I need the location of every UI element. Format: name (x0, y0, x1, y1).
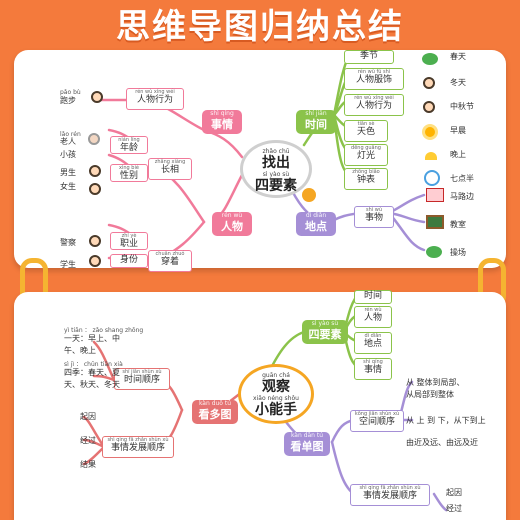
magnifier-handle-icon (302, 188, 316, 202)
sunrise-icon (422, 124, 438, 140)
note-child: 小孩 (60, 150, 76, 159)
note-one-day: 一天：早上、中 (64, 334, 120, 343)
note-spring: 春天 (450, 52, 466, 61)
clock-icon (424, 170, 440, 186)
note-process: 经过 (80, 436, 96, 445)
note-boy: 男生 (60, 168, 76, 177)
note-police: 警察 (60, 238, 76, 247)
police-avatar-icon (86, 232, 104, 250)
note-one-day-pinyin: yì tiān ： zǎo shang zhōng (64, 327, 144, 334)
note-elder-pinyin: lǎo rén (60, 131, 81, 138)
note-seven-thirty: 七点半 (450, 174, 474, 183)
note-roadside: 马路边 (450, 192, 474, 201)
leaf-season: 季节 (344, 50, 394, 64)
note-part-to-whole: 从局部到整体 (406, 390, 454, 399)
student-avatar-icon (86, 252, 104, 270)
note-process-2: 经过 (446, 504, 462, 513)
note-evening: 晚上 (450, 150, 466, 159)
note-four-seasons-pinyin: sì jì ： chūn tiān xià (64, 361, 123, 368)
note-classroom: 教室 (450, 220, 466, 229)
center-observation-expert: guān chá 观察 xiǎo néng shǒu 小能手 (238, 364, 314, 424)
note-result: 结果 (80, 460, 96, 469)
child-avatar-icon (88, 88, 106, 106)
note-top-bottom: 从 上 到 下，从下到上 (406, 416, 486, 425)
girl-avatar-icon (86, 180, 104, 198)
note-playground: 操场 (450, 248, 466, 257)
note-cause-2: 起因 (446, 488, 462, 497)
classroom-board-icon (426, 215, 444, 229)
note-four-seasons: 四季：春天、夏 (64, 368, 120, 377)
tree-icon (422, 50, 438, 68)
note-morning: 早晨 (450, 126, 466, 135)
note-afternoon-evening: 午、晚上 (64, 346, 96, 355)
boy-avatar-icon (86, 162, 104, 180)
leaf-time: 时间 (354, 290, 392, 304)
center-find-four-elements: zhǎo chū 找出 sì yào sù 四要素 (240, 140, 312, 198)
note-running: 跑步 (60, 96, 76, 105)
note-girl: 女生 (60, 182, 76, 191)
playground-tree-icon (426, 243, 442, 261)
mindmap-card-observation: guān chá 观察 xiǎo néng shǒu 小能手 sì yào sù… (14, 290, 506, 520)
note-student: 学生 (60, 260, 76, 269)
note-autumn-winter: 天、秋天、冬天 (64, 380, 120, 389)
note-mid-autumn: 中秋节 (450, 102, 474, 111)
leaf-identity: 身份 (110, 254, 148, 268)
street-icon (426, 188, 444, 202)
winter-kid-icon (420, 74, 438, 92)
note-whole-to-part: 从 整体到局部、 (406, 378, 465, 387)
note-running-pinyin: pǎo bù (60, 89, 81, 96)
festival-kid-icon (420, 98, 438, 116)
note-elder: 老人 (60, 137, 76, 146)
elder-avatar-icon (86, 130, 102, 148)
lamp-icon (424, 148, 438, 164)
page-title: 思维导图归纳总结 (116, 7, 404, 47)
note-cause: 起因 (80, 412, 96, 421)
note-near-far: 由近及远、由远及近 (406, 438, 478, 447)
note-winter: 冬天 (450, 78, 466, 87)
